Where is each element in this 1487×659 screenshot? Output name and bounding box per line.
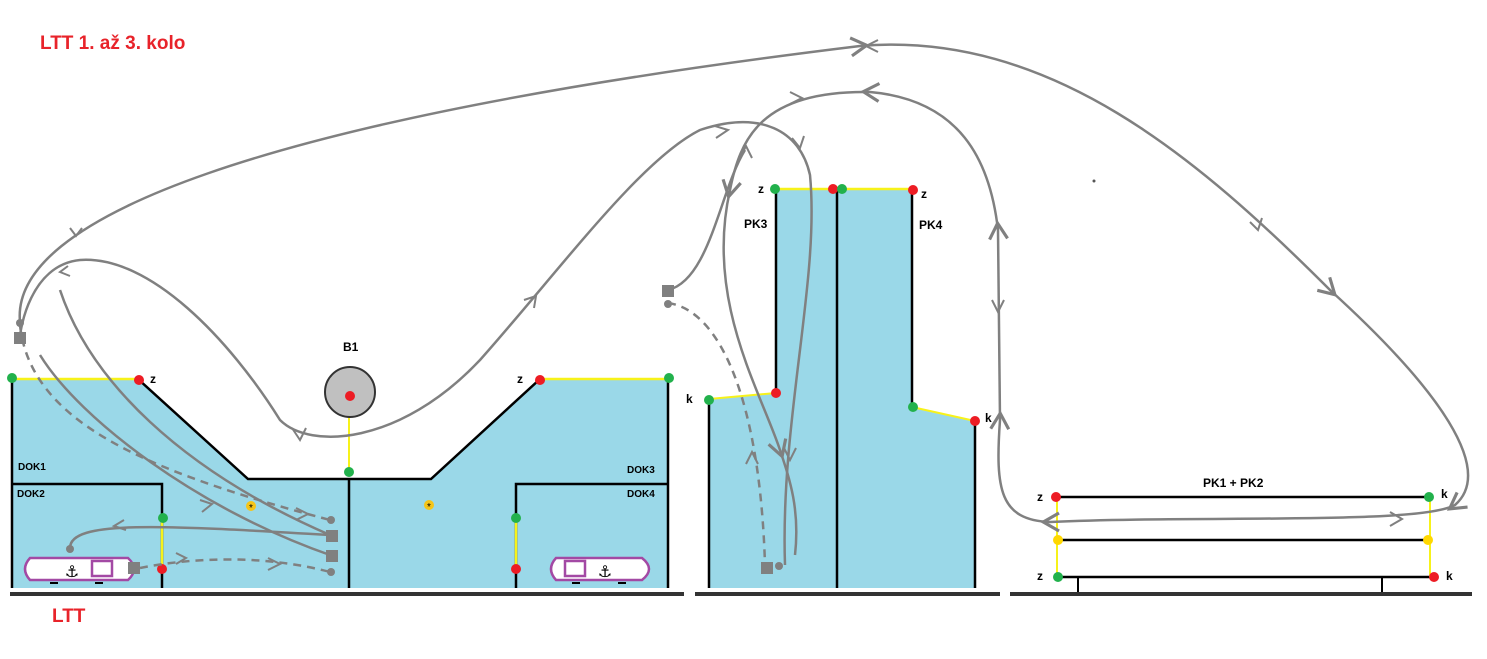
- start-square: [14, 332, 26, 344]
- boat-left: ⚓: [23, 556, 136, 584]
- grey-dot: [327, 516, 335, 524]
- label-k: k: [686, 392, 693, 406]
- dot-green: [1424, 492, 1434, 502]
- start-square: [326, 530, 338, 542]
- dot-green: [908, 402, 918, 412]
- label-pk4: PK4: [919, 218, 943, 232]
- dot-red: [970, 416, 980, 426]
- b1-center: [345, 391, 355, 401]
- dot-green: [158, 513, 168, 523]
- label-dok2: DOK2: [17, 489, 45, 500]
- left-basin-water: [12, 379, 668, 588]
- label-k: k: [985, 411, 992, 425]
- path-mid-entry: [667, 149, 747, 292]
- grey-dot: [664, 300, 672, 308]
- path-lower-3: [68, 525, 331, 549]
- label-z: z: [1037, 569, 1043, 583]
- start-square: [761, 562, 773, 574]
- dot-red: [828, 184, 838, 194]
- start-square: [326, 550, 338, 562]
- svg-text:*: *: [427, 502, 431, 513]
- label-z: z: [517, 372, 523, 386]
- footer-label: LTT: [52, 606, 86, 627]
- label-z: z: [150, 372, 156, 386]
- path-dashed-1: [18, 324, 331, 522]
- path-lower-4: [139, 558, 331, 574]
- dot-red: [1429, 572, 1439, 582]
- label-pk3: PK3: [744, 217, 768, 231]
- path-dashed-2: [667, 301, 767, 566]
- course-paths: [18, 36, 1470, 574]
- start-square: [662, 285, 674, 297]
- start-square: [128, 562, 140, 574]
- label-dok4: DOK4: [627, 489, 655, 500]
- dot-red: [908, 185, 918, 195]
- path-outer-loop: [18, 36, 1470, 556]
- svg-text:*: *: [249, 503, 253, 514]
- path-lower-2: [58, 289, 331, 537]
- dot-red: [157, 564, 167, 574]
- label-dok3: DOK3: [627, 465, 655, 476]
- dot-red: [771, 388, 781, 398]
- dot-green: [704, 395, 714, 405]
- path-left-loop: [18, 121, 813, 566]
- marker-star-left: [246, 501, 256, 511]
- label-dok1: DOK1: [18, 462, 46, 473]
- stray-dot: [1092, 179, 1096, 183]
- marker-star-right: [424, 500, 434, 510]
- svg-text:⚓: ⚓: [598, 562, 612, 581]
- grey-dot: [16, 319, 24, 327]
- label-pk12: PK1 + PK2: [1203, 476, 1264, 490]
- grey-dot: [66, 545, 74, 553]
- direction-arrows: [57, 39, 1404, 571]
- dot-yellow: [1423, 535, 1433, 545]
- middle-water: [709, 189, 975, 588]
- label-z: z: [758, 182, 764, 196]
- label-k: k: [1441, 487, 1448, 501]
- svg-text:⚓: ⚓: [65, 562, 79, 581]
- dot-green: [344, 467, 354, 477]
- label-z: z: [1037, 490, 1043, 504]
- grey-dot: [775, 562, 783, 570]
- label-z: z: [921, 187, 927, 201]
- label-k: k: [1446, 569, 1453, 583]
- dot-green: [837, 184, 847, 194]
- dot-red: [1051, 492, 1061, 502]
- dot-red: [511, 564, 521, 574]
- dot-green: [511, 513, 521, 523]
- boat-right: ⚓: [549, 556, 651, 584]
- label-b1: B1: [343, 340, 359, 354]
- grey-dot: [327, 568, 335, 576]
- dot-green: [664, 373, 674, 383]
- dot-green: [1053, 572, 1063, 582]
- dot-green: [770, 184, 780, 194]
- dot-red: [134, 375, 144, 385]
- page-title: LTT 1. až 3. kolo: [40, 33, 186, 54]
- dot-yellow: [1053, 535, 1063, 545]
- dot-green: [7, 373, 17, 383]
- dot-red: [535, 375, 545, 385]
